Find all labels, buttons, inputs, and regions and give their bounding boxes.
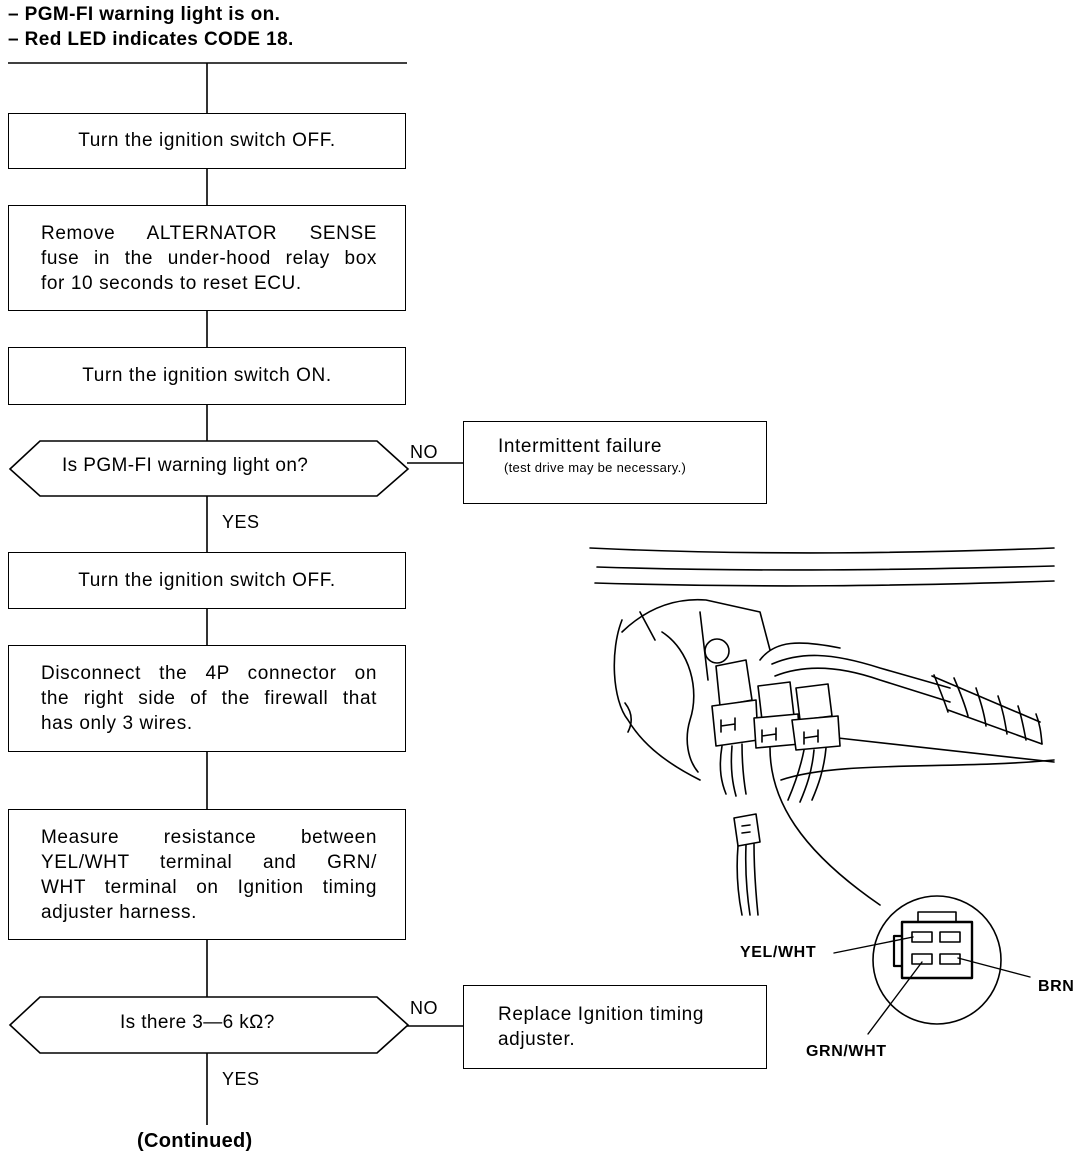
outcome-replace-adjuster: Replace Ignition timing adjuster.	[463, 985, 767, 1069]
yes-label: YES	[222, 1069, 260, 1089]
step-ignition-off: Turn the ignition switch OFF.	[8, 113, 406, 169]
step-disconnect-line: has only 3 wires.	[41, 713, 193, 734]
step-measure-resistance: Measure resistance between YEL/WHT termi…	[8, 809, 406, 940]
continued-label: (Continued)	[137, 1130, 253, 1152]
step-remove-fuse-line: Remove ALTERNATOR SENSE	[41, 222, 377, 244]
step-ignition-off-2: Turn the ignition switch OFF.	[8, 552, 406, 609]
outcome-intermittent-note: (test drive may be necessary.)	[504, 460, 687, 475]
step-disconnect-line: Disconnect the 4P connector on	[41, 663, 377, 684]
wire-label-brn: BRN	[1038, 978, 1075, 995]
outcome-intermittent-title: Intermittent failure	[498, 436, 663, 457]
decision-diamond-resistance	[8, 996, 410, 1054]
outcome-replace-line: adjuster.	[498, 1029, 576, 1050]
decision-warning-light-text: Is PGM-FI warning light on?	[62, 455, 309, 476]
step-remove-fuse-line: fuse in the under-hood relay box	[41, 247, 377, 269]
decision-resistance-text: Is there 3—6 kΩ?	[120, 1012, 275, 1033]
outcome-intermittent-failure: Intermittent failure (test drive may be …	[463, 421, 767, 504]
step-measure-line: WHT terminal on Ignition timing	[41, 876, 377, 898]
step-ignition-on-text: Turn the ignition switch ON.	[82, 365, 332, 386]
step-measure-line: Measure resistance between	[41, 826, 377, 848]
decision-diamond-warning	[8, 440, 410, 497]
step-measure-line: adjuster harness.	[41, 901, 197, 923]
engine-bay-illustration	[589, 547, 1055, 1035]
header-condition-1: – PGM-FI warning light is on.	[8, 4, 281, 25]
step-ignition-off-2-text: Turn the ignition switch OFF.	[78, 569, 336, 591]
outcome-replace-line: Replace Ignition timing	[498, 1004, 705, 1025]
no-label: NO	[410, 442, 438, 462]
step-ignition-on: Turn the ignition switch ON.	[8, 347, 406, 405]
header-condition-2: – Red LED indicates CODE 18.	[8, 29, 294, 50]
step-disconnect-line: the right side of the firewall that	[41, 688, 377, 709]
step-remove-fuse: Remove ALTERNATOR SENSE fuse in the unde…	[8, 205, 406, 311]
step-measure-line: YEL/WHT terminal and GRN/	[41, 851, 377, 873]
step-ignition-off-text: Turn the ignition switch OFF.	[78, 130, 336, 151]
wire-label-yel-wht: YEL/WHT	[740, 944, 817, 961]
yes-label: YES	[222, 512, 260, 532]
no-label: NO	[410, 998, 438, 1018]
step-remove-fuse-line: for 10 seconds to reset ECU.	[41, 272, 302, 294]
wire-label-grn-wht: GRN/WHT	[806, 1043, 887, 1060]
step-disconnect-connector: Disconnect the 4P connector on the right…	[8, 645, 406, 752]
